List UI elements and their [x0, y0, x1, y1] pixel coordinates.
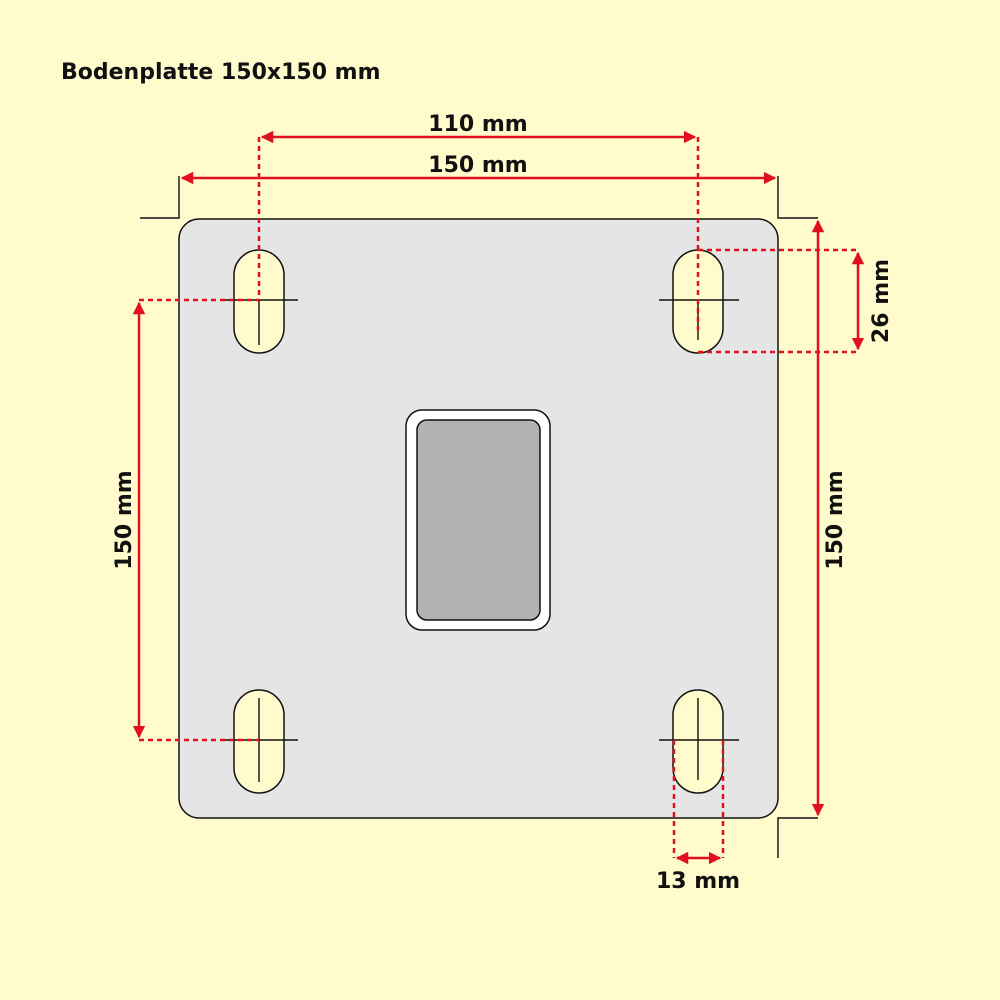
label-hole-spacing-x: 110 mm — [428, 112, 527, 137]
dimension-slot-width — [672, 740, 725, 865]
dimension-plate-height-left — [132, 298, 259, 742]
dimension-hole-spacing-x — [257, 130, 700, 330]
label-plate-height-left: 150 mm — [112, 470, 137, 569]
label-plate-height-right: 150 mm — [823, 470, 848, 569]
dimension-slot-length — [698, 248, 865, 354]
label-plate-width: 150 mm — [428, 153, 527, 178]
plate-extension-lines — [140, 176, 818, 858]
label-slot-width: 13 mm — [656, 869, 740, 894]
tube-inner — [416, 419, 541, 621]
label-slot-length: 26 mm — [869, 259, 894, 343]
drawing-title: Bodenplatte 150x150 mm — [61, 60, 381, 85]
